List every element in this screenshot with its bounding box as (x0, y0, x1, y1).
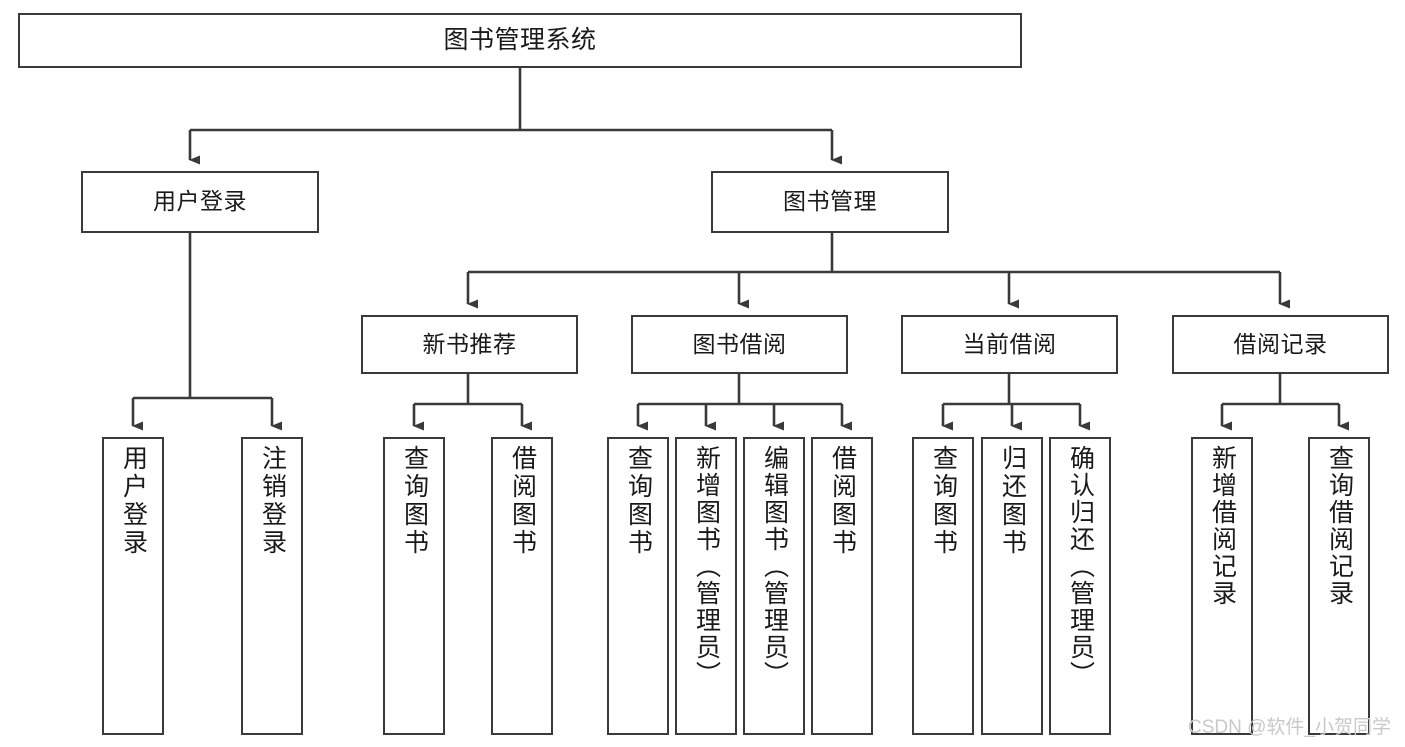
node-book-borrow[interactable]: 图书借阅 (631, 315, 848, 374)
leaf-borrow-borrow-book[interactable]: 借阅图书 (811, 437, 873, 735)
leaf-new-book-borrow-label: 借阅图书 (508, 445, 537, 557)
node-new-book-recommend[interactable]: 新书推荐 (361, 315, 578, 374)
leaf-current-confirm-return-label: 确认归还（管理员） (1066, 445, 1095, 688)
leaf-user-login-login-label: 用户登录 (119, 445, 148, 557)
leaf-current-return-book-label: 归还图书 (998, 445, 1027, 557)
leaf-borrow-query-book[interactable]: 查询图书 (607, 437, 669, 735)
node-user-login-label: 用户登录 (153, 188, 247, 215)
leaf-borrow-add-book-label: 新增图书（管理员） (692, 445, 721, 688)
leaf-borrow-edit-book-label: 编辑图书（管理员） (760, 445, 789, 688)
leaf-borrow-add-book[interactable]: 新增图书（管理员） (675, 437, 737, 735)
leaf-current-query-book-label: 查询图书 (929, 445, 958, 557)
leaf-records-query-record-label: 查询借阅记录 (1325, 445, 1354, 607)
leaf-new-book-borrow[interactable]: 借阅图书 (491, 437, 553, 735)
leaf-current-return-book[interactable]: 归还图书 (981, 437, 1043, 735)
node-borrow-records[interactable]: 借阅记录 (1172, 315, 1389, 374)
leaf-user-login-logout-label: 注销登录 (258, 445, 287, 557)
leaf-records-query-record[interactable]: 查询借阅记录 (1308, 437, 1370, 735)
leaf-records-add-record[interactable]: 新增借阅记录 (1191, 437, 1253, 735)
leaf-records-add-record-label: 新增借阅记录 (1208, 445, 1237, 607)
leaf-new-book-query-label: 查询图书 (400, 445, 429, 557)
node-book-management-label: 图书管理 (783, 188, 877, 215)
leaf-borrow-query-book-label: 查询图书 (624, 445, 653, 557)
csdn-watermark: CSDN @软件_小贺同学 (1188, 717, 1391, 738)
node-current-borrow[interactable]: 当前借阅 (901, 315, 1118, 374)
node-borrow-records-label: 借阅记录 (1233, 330, 1328, 357)
leaf-current-confirm-return[interactable]: 确认归还（管理员） (1049, 437, 1111, 735)
node-root[interactable]: 图书管理系统 (18, 13, 1022, 68)
node-book-borrow-label: 图书借阅 (692, 330, 787, 357)
leaf-user-login-logout[interactable]: 注销登录 (241, 437, 303, 735)
leaf-user-login-login[interactable]: 用户登录 (102, 437, 164, 735)
node-user-login[interactable]: 用户登录 (81, 171, 319, 233)
leaf-borrow-borrow-book-label: 借阅图书 (828, 445, 857, 557)
node-root-label: 图书管理系统 (443, 25, 597, 54)
leaf-current-query-book[interactable]: 查询图书 (912, 437, 974, 735)
node-new-book-recommend-label: 新书推荐 (422, 330, 517, 357)
leaf-new-book-query[interactable]: 查询图书 (383, 437, 445, 735)
node-book-management[interactable]: 图书管理 (711, 171, 949, 233)
leaf-borrow-edit-book[interactable]: 编辑图书（管理员） (743, 437, 805, 735)
node-current-borrow-label: 当前借阅 (962, 330, 1057, 357)
